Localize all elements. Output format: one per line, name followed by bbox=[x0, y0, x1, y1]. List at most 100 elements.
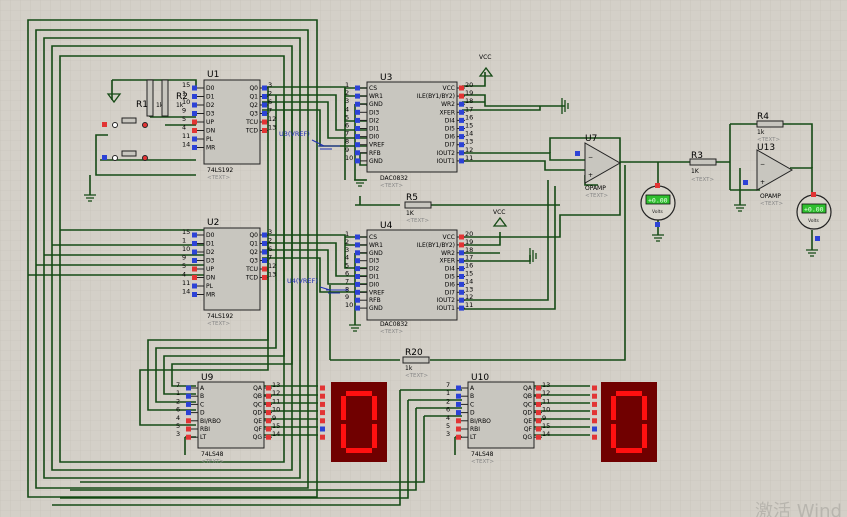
pin-number: 14 bbox=[272, 430, 280, 438]
meter1-reading: +0.00 bbox=[648, 197, 668, 205]
pin-number: 14 bbox=[465, 277, 473, 285]
pin-marker bbox=[459, 305, 464, 311]
pin-number: 7 bbox=[345, 277, 349, 285]
pin-label: VCC bbox=[443, 234, 455, 241]
u7-text: <TEXT> bbox=[585, 193, 608, 199]
push-button-down[interactable] bbox=[102, 150, 148, 161]
u4-ref: U4 bbox=[380, 221, 393, 231]
pin-label: GND bbox=[369, 305, 383, 312]
pin-label: DI3 bbox=[369, 109, 379, 116]
pin-marker bbox=[459, 281, 464, 287]
svg-text:VCC: VCC bbox=[493, 209, 505, 216]
pin-number: 1 bbox=[446, 389, 450, 397]
pin-number: 7 bbox=[268, 254, 272, 262]
r4-text: <TEXT> bbox=[757, 137, 780, 143]
pin-number: 18 bbox=[465, 246, 473, 254]
pin-number: 15 bbox=[272, 422, 280, 430]
resistor-r1[interactable]: R1 1k bbox=[136, 79, 164, 117]
pin-label: TCU bbox=[245, 119, 258, 126]
u4-text: <TEXT> bbox=[380, 329, 403, 335]
r2-value: 1k bbox=[176, 102, 184, 109]
pin-number: 9 bbox=[542, 414, 546, 422]
opamp-u7[interactable]: − + U7 OPAMP <TEXT> bbox=[575, 134, 622, 199]
pin-number: 12 bbox=[268, 262, 276, 270]
pin-marker bbox=[355, 85, 360, 91]
u3-ref: U3 bbox=[380, 73, 392, 83]
pin-label: PL bbox=[206, 136, 214, 143]
pin-marker bbox=[192, 275, 197, 280]
pin-number: 4 bbox=[182, 124, 186, 132]
pin-label: A bbox=[470, 385, 475, 392]
pin-marker bbox=[262, 94, 267, 99]
pin-label: WR1 bbox=[369, 93, 383, 100]
pin-marker bbox=[262, 119, 267, 125]
pin-label: WR2 bbox=[441, 250, 455, 257]
pin-marker bbox=[459, 158, 464, 164]
pin-label: Q2 bbox=[249, 102, 258, 109]
pin-marker bbox=[262, 258, 267, 263]
pin-marker bbox=[266, 410, 271, 416]
segment-pin bbox=[592, 385, 597, 391]
pin-number: 5 bbox=[176, 422, 180, 430]
pin-marker bbox=[192, 232, 197, 238]
pin-marker bbox=[456, 426, 461, 432]
voltmeter-1[interactable]: +0.00 Volts bbox=[640, 183, 676, 227]
pin-marker bbox=[262, 111, 267, 116]
pin-number: 19 bbox=[465, 89, 473, 97]
r3-ref: R3 bbox=[691, 151, 703, 161]
resistor-r2[interactable]: R2 1k bbox=[161, 79, 188, 117]
pin-label: Q1 bbox=[249, 94, 258, 101]
r20-ref: R20 bbox=[405, 348, 423, 358]
pin-number: 11 bbox=[465, 154, 473, 162]
pin-number: 11 bbox=[272, 397, 280, 405]
pin-number: 12 bbox=[465, 293, 473, 301]
pin-marker bbox=[186, 385, 191, 391]
pin-number: 10 bbox=[182, 245, 190, 253]
pin-marker bbox=[459, 101, 464, 107]
segment-pin bbox=[592, 434, 597, 440]
pin-number: 4 bbox=[182, 271, 186, 279]
pin-label: D bbox=[470, 410, 475, 417]
pin-number: 1 bbox=[176, 389, 180, 397]
pin-number: 11 bbox=[182, 279, 190, 287]
opamp-u13[interactable]: − + U13 OPAMP <TEXT> bbox=[743, 143, 794, 207]
push-button-up[interactable] bbox=[102, 117, 148, 128]
pin-number: 16 bbox=[465, 262, 473, 270]
pin-number: 5 bbox=[182, 115, 186, 123]
svg-text:+: + bbox=[760, 179, 765, 186]
pin-label: RBI bbox=[200, 426, 210, 433]
resistor-r3[interactable]: R3 1K <TEXT> bbox=[689, 151, 717, 183]
pin-label: LT bbox=[200, 434, 207, 441]
pin-label: VREF bbox=[369, 142, 385, 149]
pin-marker bbox=[266, 401, 271, 407]
segment-pin bbox=[592, 410, 597, 416]
pin-number: 9 bbox=[272, 414, 276, 422]
u2-ref: U2 bbox=[207, 218, 219, 228]
pin-label: Q3 bbox=[249, 258, 258, 265]
resistor-r4[interactable]: R4 1k <TEXT> bbox=[756, 112, 784, 143]
pin-label: QA bbox=[523, 385, 533, 392]
pin-number: 2 bbox=[345, 238, 349, 246]
u1-part: 74LS192 bbox=[207, 167, 233, 174]
pin-marker bbox=[192, 128, 197, 133]
u13-ref: U13 bbox=[757, 143, 775, 153]
pin-label: BI/RBO bbox=[200, 418, 221, 425]
pin-number: 20 bbox=[465, 230, 473, 238]
pin-label: IOUT2 bbox=[437, 297, 456, 304]
resistor-r20[interactable]: R20 1k <TEXT> bbox=[402, 348, 430, 379]
pin-marker bbox=[459, 250, 464, 256]
voltmeter-2[interactable]: +0.00 Volts bbox=[796, 192, 832, 241]
pin-marker bbox=[355, 109, 360, 115]
pin-number: 9 bbox=[182, 107, 186, 115]
resistor-r5[interactable]: R5 1K <TEXT> bbox=[404, 193, 432, 224]
pin-marker bbox=[536, 410, 541, 416]
pin-label: D1 bbox=[206, 241, 215, 248]
pin-marker bbox=[355, 266, 360, 272]
